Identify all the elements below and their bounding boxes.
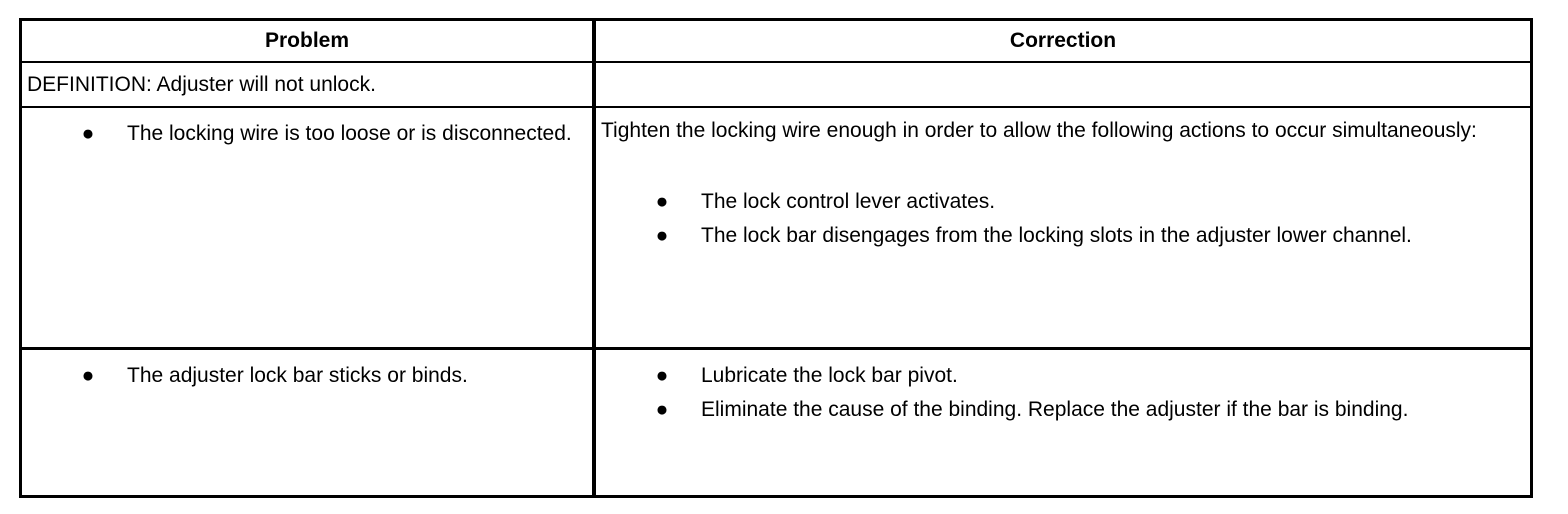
definition-empty-cell: [596, 63, 1530, 106]
problem-text: The locking wire is too loose or is disc…: [127, 122, 572, 145]
column-divider: [592, 63, 596, 106]
definition-row: DEFINITION: Adjuster will not unlock.: [22, 63, 1530, 108]
problem-list: ● The adjuster lock bar sticks or binds.: [22, 350, 592, 390]
problem-item: ● The locking wire is too loose or is di…: [22, 119, 592, 148]
correction-text: The lock control lever activates.: [701, 190, 996, 213]
correction-text: The lock bar disengages from the locking…: [701, 224, 1412, 247]
problem-item: ● The adjuster lock bar sticks or binds.: [22, 361, 592, 390]
table-header-row: Problem Correction: [22, 21, 1530, 63]
correction-item: ● Eliminate the cause of the binding. Re…: [596, 395, 1530, 424]
table-row: ● The locking wire is too loose or is di…: [22, 108, 1530, 350]
column-divider: [592, 21, 596, 61]
correction-item: ● The lock control lever activates.: [596, 187, 1530, 216]
correction-intro: Tighten the locking wire enough in order…: [601, 119, 1477, 142]
bullet-icon: ●: [655, 398, 669, 421]
problem-text: The adjuster lock bar sticks or binds.: [127, 364, 468, 387]
correction-item: ● Lubricate the lock bar pivot.: [596, 361, 1530, 390]
correction-text: Lubricate the lock bar pivot.: [701, 364, 958, 387]
bullet-icon: ●: [655, 364, 669, 387]
bullet-icon: ●: [81, 364, 95, 387]
correction-text: Eliminate the cause of the binding. Repl…: [701, 398, 1409, 421]
problem-cell: ● The locking wire is too loose or is di…: [22, 108, 592, 347]
bullet-icon: ●: [655, 190, 669, 213]
troubleshooting-table: Problem Correction DEFINITION: Adjuster …: [19, 18, 1533, 498]
correction-item: ● The lock bar disengages from the locki…: [596, 221, 1530, 250]
correction-list: ● Lubricate the lock bar pivot. ● Elimin…: [596, 350, 1530, 424]
bullet-icon: ●: [655, 224, 669, 247]
bullet-icon: ●: [81, 122, 95, 145]
correction-cell: ● Lubricate the lock bar pivot. ● Elimin…: [596, 350, 1530, 495]
correction-list: ● The lock control lever activates. ● Th…: [596, 187, 1530, 250]
column-divider: [592, 108, 596, 347]
table-row: ● The adjuster lock bar sticks or binds.…: [22, 350, 1530, 495]
definition-text: DEFINITION: Adjuster will not unlock.: [27, 73, 376, 96]
header-correction: Correction: [1009, 29, 1117, 52]
problem-cell: ● The adjuster lock bar sticks or binds.: [22, 350, 592, 495]
column-divider: [592, 350, 596, 495]
correction-cell: Tighten the locking wire enough in order…: [596, 108, 1530, 347]
header-problem: Problem: [264, 29, 350, 52]
problem-list: ● The locking wire is too loose or is di…: [22, 108, 592, 148]
